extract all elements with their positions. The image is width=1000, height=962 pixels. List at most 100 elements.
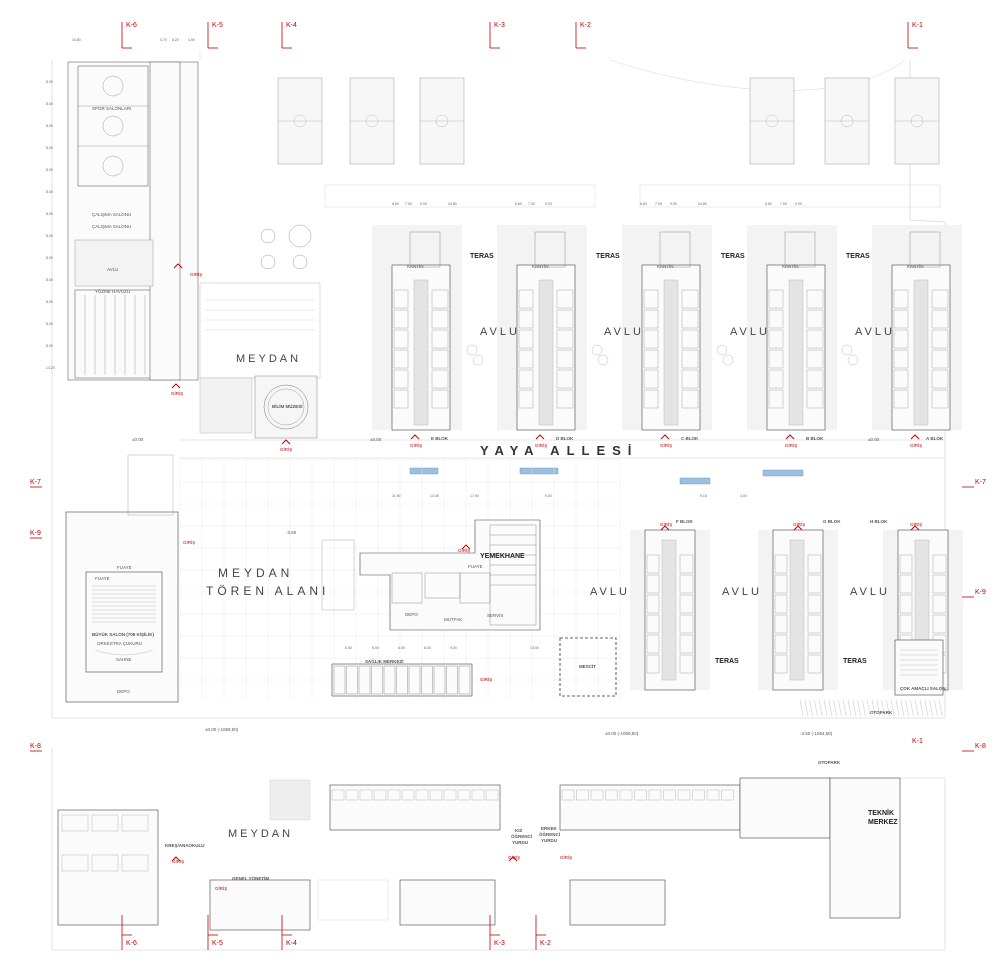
dimension-value: 8.00 [46,322,53,326]
parking-stall [886,699,890,717]
dimension-value: 6.60 [392,202,399,206]
classroom [893,349,909,369]
parking-stall [819,699,823,717]
dorm-room [605,789,618,801]
school-room [121,814,149,832]
servis-label: SERVİS [487,613,504,618]
section-k8-right: K-8 [975,743,986,750]
classroom [643,369,659,389]
entrance-arrow [281,439,291,445]
teras-f-label: TERAS [715,658,739,665]
kiz-yurdu-label-1: KIZ [515,828,523,833]
block-e-label: E BLOK [431,436,449,441]
section-k7-right: K-7 [975,479,986,486]
classroom [932,594,947,614]
entrance-label-sports: GİRİŞ [190,272,203,277]
dorm-room [590,789,604,801]
parking-stall [871,699,876,717]
dorm-room [706,789,720,801]
classroom [774,554,788,574]
dorm-room [663,789,676,801]
dimension-value: 4.90 [188,38,195,42]
section-k7-left: K-7 [30,479,41,486]
classroom [643,289,659,309]
avlu-f-label: AVLU [590,586,630,598]
entrance-label-d: GİRİŞ [535,443,548,448]
block-g-label: G BLOK [823,519,841,524]
section-k1-top: K-1 [912,22,923,29]
classroom [931,309,949,329]
classroom [518,389,534,409]
yaya-allesi-label: YAYA ALLESİ [480,443,639,458]
corridor [538,279,554,426]
dimension-value: 8.20 [172,38,179,42]
classroom [893,369,909,389]
dimension-value: 9.00 [545,202,552,206]
classroom [556,369,574,389]
dimension-value: 6.00 [345,646,352,650]
section-k8-left: K-8 [30,743,41,750]
block-d-label: D BLOK [556,436,574,441]
dorm-room [457,789,471,801]
entrance-arrow [173,263,183,269]
school-room [91,854,119,872]
classroom [556,289,574,309]
teras-g-label: TERAS [843,658,867,665]
classroom [893,329,909,349]
dimension-value: 7.00 [528,202,535,206]
school-room [61,814,89,832]
parking-stall [838,699,842,717]
fuaye-yemek-label: FUAYE [468,564,483,569]
avlu-b-label: AVLU [855,326,895,338]
classroom [893,289,909,309]
dimension-value: 6.60 [765,202,772,206]
avlu-c-label: AVLU [730,326,770,338]
tree [472,354,484,366]
classroom [806,289,824,309]
classroom [646,614,660,634]
dimension-value: 24.80 [698,202,707,206]
classroom [681,349,699,369]
section-k1-bottom: K-1 [912,738,923,745]
entrance-arrow [508,856,518,862]
classroom [806,329,824,349]
classroom [806,369,824,389]
dorm-room [648,789,662,801]
entrance-label-e: GİRİŞ [410,443,423,448]
clinic-room [446,665,458,695]
dorm-room [619,789,633,801]
calisma-salonu-label-1: ÇALIŞMA SALONU [92,212,132,217]
entrance-arrow [171,856,181,862]
classroom [518,349,534,369]
entrance-label-a: GİRİŞ [910,443,923,448]
classroom [806,389,824,409]
entrance-label-b: GİRİŞ [785,443,798,448]
tree [841,344,853,356]
classroom [556,329,574,349]
meydan-top-label: MEYDAN [236,353,302,365]
dimension-value: 13.00 [530,646,539,650]
classroom [393,309,409,329]
meydan-bottom-label: MEYDAN [228,828,294,840]
sahne-label: SAHNE [116,657,132,662]
parking-stall [823,699,828,717]
classroom [393,369,409,389]
classroom [893,389,909,409]
classroom [774,634,788,654]
erkek-yurdu-label-3: YURDU [541,838,558,843]
classroom [807,654,822,674]
otopark-label: OTOPARK [870,710,893,715]
entrance-arrow [910,525,920,531]
dorm-room [401,789,415,801]
classroom [681,289,699,309]
classroom [806,349,824,369]
classroom [518,309,534,329]
merkez-label: MERKEZ [868,819,898,826]
dimension-value: 6.00 [424,646,431,650]
dorm-room [576,789,589,801]
entrance-label-g: GİRİŞ [793,522,806,527]
entrance-arrow [910,434,920,440]
classroom [807,574,822,594]
elevation-bottom-2-label: ±0.00 (-1069,50) [605,731,639,736]
classroom [931,289,949,309]
